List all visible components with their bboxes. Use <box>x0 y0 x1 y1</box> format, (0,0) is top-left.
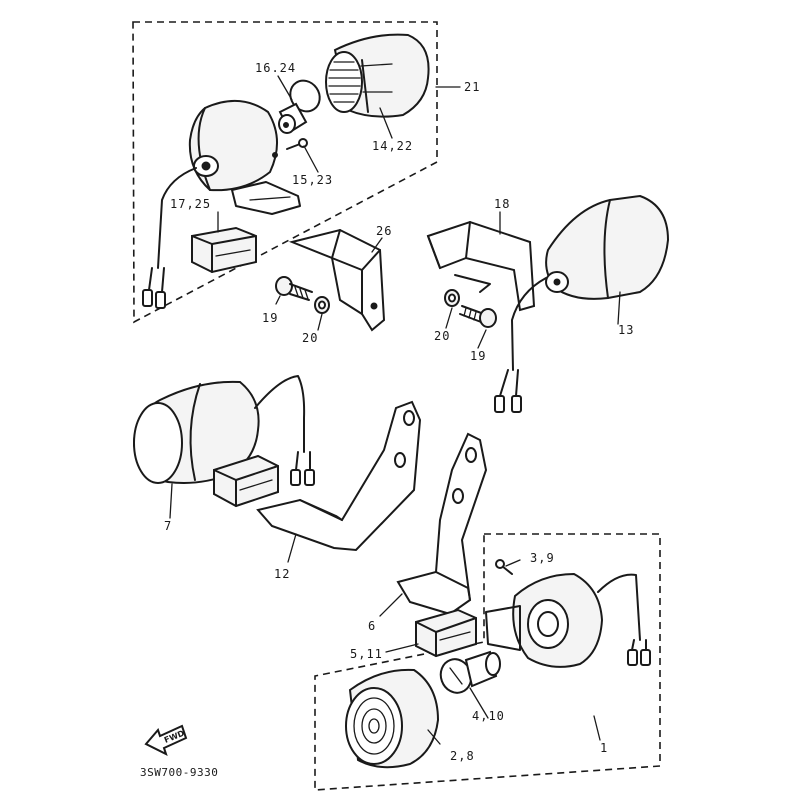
bulb-16-24 <box>278 79 321 134</box>
bulb-4-10 <box>439 650 501 694</box>
lamp-13 <box>494 194 670 413</box>
lamp-7 <box>132 375 315 486</box>
assembly-21-boundary <box>132 21 438 324</box>
cushion-7 <box>213 454 279 508</box>
washer-20-left <box>314 296 330 314</box>
stay-12 <box>256 400 422 552</box>
label-19-left: 19 <box>262 311 278 325</box>
leader-lines <box>169 75 621 745</box>
label-18: 18 <box>494 197 510 211</box>
label-7: 7 <box>164 519 172 533</box>
stay-6 <box>396 432 488 616</box>
washer-20-right <box>444 289 460 307</box>
label-26: 26 <box>376 224 392 238</box>
front-direction-arrow-icon: FWD <box>144 724 188 756</box>
label-2-8: 2,8 <box>450 749 475 763</box>
label-5-11: 5,11 <box>350 647 383 661</box>
label-14-22: 14,22 <box>372 139 413 153</box>
label-4-10: 4,10 <box>472 709 505 723</box>
label-17-25: 17,25 <box>170 197 211 211</box>
screw-15-23 <box>286 138 308 150</box>
cushion-5-11 <box>415 608 477 658</box>
cushion-17-25 <box>191 226 257 274</box>
bolt-19-right <box>459 305 497 328</box>
label-20-left: 20 <box>302 331 318 345</box>
label-15-23: 15,23 <box>292 173 333 187</box>
rear-lens-14-22 <box>325 33 430 118</box>
label-19-right: 19 <box>470 349 486 363</box>
label-21: 21 <box>464 80 480 94</box>
bolt-19-left <box>275 276 313 301</box>
label-1: 1 <box>600 741 608 755</box>
drawing-code: 3SW700-9330 <box>140 766 218 779</box>
bracket-18 <box>426 220 536 312</box>
screw-3-9 <box>495 559 513 575</box>
housing-lower <box>485 572 651 668</box>
label-13: 13 <box>618 323 634 337</box>
label-3-9: 3,9 <box>530 551 555 565</box>
rear-housing <box>188 99 301 215</box>
lens-2-8 <box>345 668 440 769</box>
label-20-right: 20 <box>434 329 450 343</box>
label-16-24: 16.24 <box>255 61 296 75</box>
label-6: 6 <box>368 619 376 633</box>
label-12: 12 <box>274 567 290 581</box>
bracket-26 <box>288 228 386 332</box>
wire-harness-upper <box>142 167 197 309</box>
